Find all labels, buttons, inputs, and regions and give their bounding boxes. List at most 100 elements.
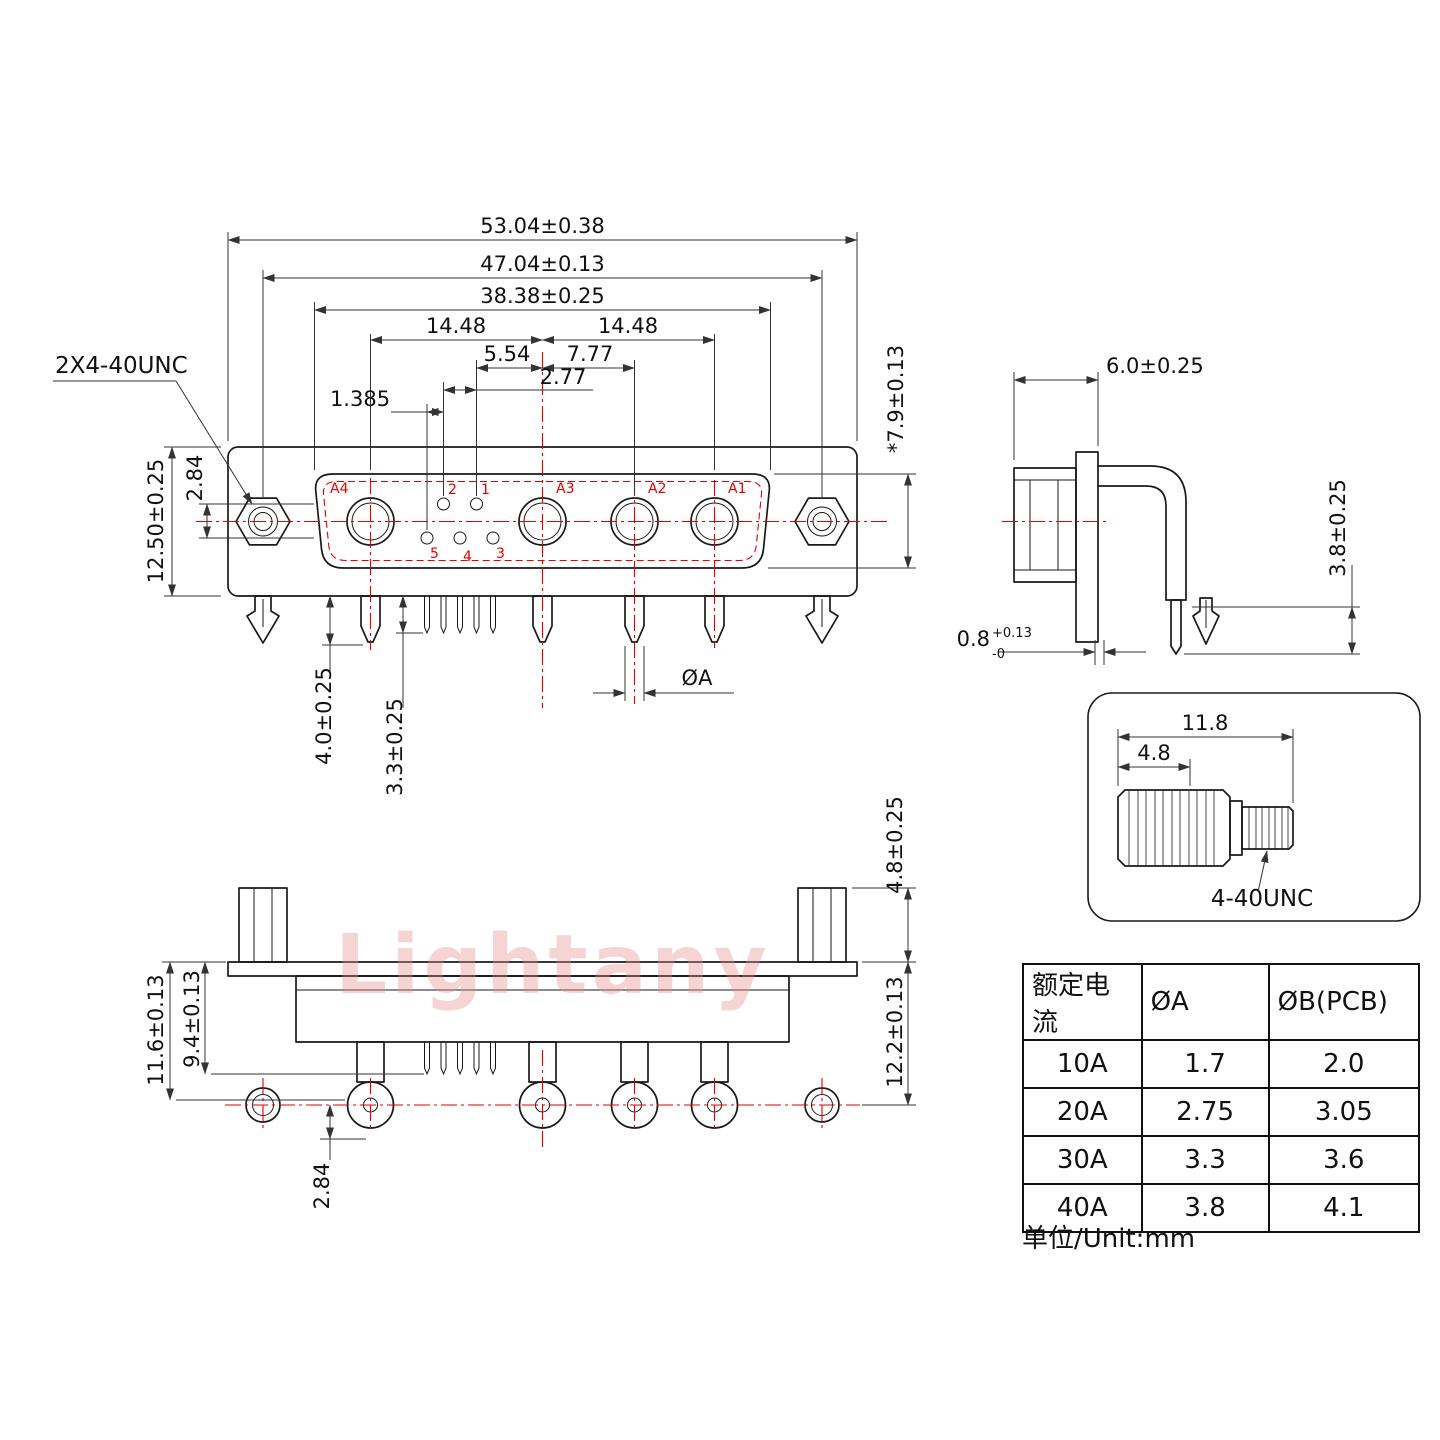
screw-collar (1229, 800, 1243, 856)
col-header-rated-current: 额定电流 (1022, 963, 1143, 1041)
cell-phia-30a: 3.3 (1140, 1135, 1270, 1185)
jackscrew-right (797, 887, 847, 963)
contact-label-a2: A2 (648, 481, 666, 497)
barrel-stem-a4 (356, 1041, 385, 1083)
contact-label-a1: A1 (728, 481, 746, 497)
tail-pin-4 (457, 595, 463, 635)
dim-shell-width: 38.38±0.25 (480, 284, 604, 308)
pin-5 (420, 531, 434, 545)
side-pcb-pin (1170, 599, 1182, 655)
barrel-stem-a1 (700, 1041, 729, 1083)
dshell-outline (314, 473, 771, 569)
front-view-contacts: A4 A3 A2 A1 2 1 5 4 3 (330, 481, 746, 565)
mount-hole-right (807, 506, 837, 537)
cell-phib-10a: 2.0 (1267, 1039, 1421, 1089)
dim-pin-off-777: 7.77 (567, 342, 614, 366)
bottom-pin-3 (490, 1041, 496, 1076)
table-row-20a: 20A 2.75 3.05 (1022, 1087, 1421, 1137)
bottom-view-centerlines (225, 1050, 860, 1148)
screw-knurl (1128, 791, 1215, 865)
side-bracket-outer (1097, 465, 1187, 601)
tail-pin-2 (440, 595, 447, 635)
dim-pitch-left: 14.48 (426, 314, 486, 338)
dshell-gasket-line (322, 480, 763, 562)
tail-a3 (532, 595, 553, 643)
bottom-pin-4 (457, 1041, 463, 1076)
pin-1 (470, 497, 483, 511)
dim-mount-pitch: 47.04±0.13 (480, 252, 604, 276)
dim-row-gap: 2.84 (183, 455, 207, 502)
screw-dimensions: 11.8 4.8 4-40UNC (1117, 711, 1313, 912)
cell-current-20a: 20A (1022, 1087, 1143, 1137)
cell-phia-40a: 3.8 (1140, 1183, 1270, 1233)
housing-body (295, 975, 790, 1043)
dim-shell-height: *7.9±0.13 (884, 345, 908, 453)
dim-screw-total-length: 11.8 (1182, 711, 1229, 735)
dim-pcb-gap: 0.8 (957, 627, 990, 651)
side-flange-plate (1075, 451, 1099, 643)
pin-label-3: 3 (496, 546, 505, 562)
side-view-outline (1002, 451, 1220, 655)
board-latch-right (805, 595, 839, 644)
dim-pin-projection: 3.8±0.25 (1326, 479, 1350, 577)
spec-table: 额定电流 ØA ØB(PCB) 10A 1.7 2.0 20A 2.75 3.0… (1022, 963, 1421, 1233)
col-header-phi-b-pcb: ØB(PCB) (1267, 963, 1421, 1041)
pin-label-2: 2 (448, 482, 457, 498)
bottom-view: 4.8±0.25 12.2±0.13 11.6±0.13 9.4±0.13 2.… (144, 796, 916, 1209)
screw-detail: 11.8 4.8 4-40UNC (1087, 692, 1421, 922)
tail-a1 (704, 595, 725, 643)
thread-note-screw: 4-40UNC (1211, 886, 1313, 912)
table-row-40a: 40A 3.8 4.1 (1022, 1183, 1421, 1233)
dim-pcb-gap-lower-tol: -0 (992, 647, 1005, 662)
dim-pin-off-554: 5.54 (484, 342, 531, 366)
dim-short-pin-depth: 9.4±0.13 (180, 970, 204, 1068)
cell-current-30a: 30A (1022, 1135, 1143, 1185)
dim-bottom-row-offset: 2.84 (310, 1163, 334, 1210)
table-row-30a: 30A 3.3 3.6 (1022, 1135, 1421, 1185)
cell-phia-20a: 2.75 (1140, 1087, 1270, 1137)
bottom-pin-2 (440, 1041, 447, 1076)
thread-note-front: 2X4-40UNC (55, 353, 188, 379)
dim-pcb-gap-upper-tol: +0.13 (992, 626, 1032, 641)
dim-overall-width: 53.04±0.38 (480, 214, 604, 238)
cell-current-40a: 40A (1022, 1183, 1143, 1233)
bottom-view-dimensions: 4.8±0.25 12.2±0.13 11.6±0.13 9.4±0.13 2.… (144, 796, 916, 1209)
unit-note: 单位/Unit:mm (1022, 1224, 1196, 1254)
pin-3 (486, 531, 500, 545)
dim-pin-pitch: 2.77 (540, 365, 587, 389)
side-view: 6.0±0.25 3.8±0.25 0.8 +0.13 -0 (957, 354, 1360, 665)
dim-peg-length: 4.0±0.25 (312, 667, 336, 765)
dim-pitch-right: 14.48 (598, 314, 658, 338)
board-latch-left (246, 595, 280, 644)
col-header-phi-a: ØA (1140, 963, 1270, 1041)
contact-label-a4: A4 (330, 481, 349, 497)
screw-head (1117, 789, 1231, 867)
dim-nut-height: 4.8±0.25 (883, 796, 907, 894)
table-row-10a: 10A 1.7 2.0 (1022, 1039, 1421, 1089)
table-header-row: 额定电流 ØA ØB(PCB) (1022, 963, 1421, 1041)
side-bracket-inner (1097, 485, 1167, 601)
dim-flange-height: 12.50±0.25 (144, 459, 168, 583)
bottom-pin-5 (424, 1041, 430, 1076)
dim-screw-head-length: 4.8 (1137, 741, 1170, 765)
pin-label-1: 1 (481, 482, 490, 498)
cell-phib-40a: 4.1 (1267, 1183, 1421, 1233)
flange-edge (227, 961, 858, 977)
cell-phib-30a: 3.6 (1267, 1135, 1421, 1185)
pin-label-5: 5 (430, 546, 439, 562)
tail-a2 (624, 595, 645, 643)
bottom-pin-1 (473, 1041, 480, 1076)
screw-thread-shaft (1241, 806, 1294, 850)
side-shell (1013, 467, 1077, 583)
tail-pin-1 (473, 595, 480, 635)
front-view: A4 A3 A2 A1 2 1 5 4 3 (53, 214, 916, 796)
front-view-tails (246, 595, 839, 644)
tail-pin-5 (424, 595, 430, 635)
dim-depth: 6.0±0.25 (1106, 354, 1204, 378)
tail-a4 (360, 595, 381, 643)
dim-contact-row-depth: 12.2±0.13 (883, 976, 907, 1087)
dim-pin-row-depth: 11.6±0.13 (144, 974, 168, 1085)
cell-phia-10a: 1.7 (1140, 1039, 1270, 1089)
cell-current-10a: 10A (1022, 1039, 1143, 1089)
